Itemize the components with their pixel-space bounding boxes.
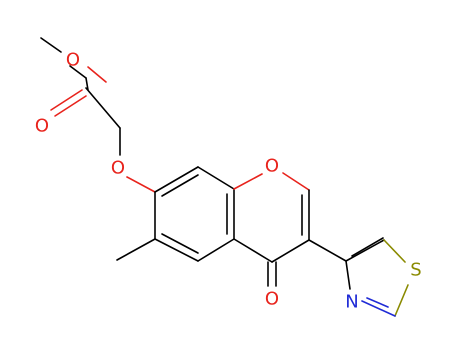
bond-ar-1: [154, 166, 199, 193]
atom-o-ring: O: [265, 156, 279, 177]
bond-ester-carbon: [85, 77, 89, 91]
bond-omethoxy-c: [87, 66, 107, 83]
bond-ar-1-inner: [161, 174, 199, 197]
atom-o-methoxy: O: [66, 50, 80, 71]
bond-ring-methyl: [116, 238, 156, 261]
bond-thz-cn-inner: [366, 297, 389, 308]
bond-c-o-single: [69, 65, 87, 79]
bond-carbonyl-1: [54, 95, 87, 117]
bond-carbonyl-2: [50, 89, 83, 111]
bond-c4-c4a: [233, 238, 273, 263]
bond-ester-ch2: [85, 87, 121, 129]
bond-ring-o-right: [282, 172, 310, 191]
bond-thz-1: [345, 239, 385, 262]
bond-methyl-o: [40, 37, 62, 53]
bond-thz-1-inner: [351, 237, 384, 257]
bond-c3-thiazole: [308, 239, 347, 262]
bond-thz-cn-outer: [361, 300, 396, 317]
atom-o-ether: O: [111, 158, 125, 179]
atom-s-thiazole: S: [410, 260, 421, 281]
bond-oether-aromatic: [126, 176, 156, 193]
bond-c3-c4: [271, 239, 310, 263]
atom-o-carbonyl: O: [35, 116, 49, 137]
bond-ar-4: [197, 238, 235, 262]
atom-n-thiazole: N: [345, 292, 358, 313]
bond-thz-nc: [345, 260, 351, 290]
bond-ar-5: [154, 238, 199, 262]
atom-o-ketone: O: [265, 289, 279, 310]
bond-ar-2: [197, 166, 235, 190]
bond-ring-o-left: [233, 173, 263, 190]
bond-thz-cs: [383, 239, 406, 263]
bond-ar-5-inner: [161, 233, 199, 254]
bond-thz-sc: [394, 284, 409, 317]
